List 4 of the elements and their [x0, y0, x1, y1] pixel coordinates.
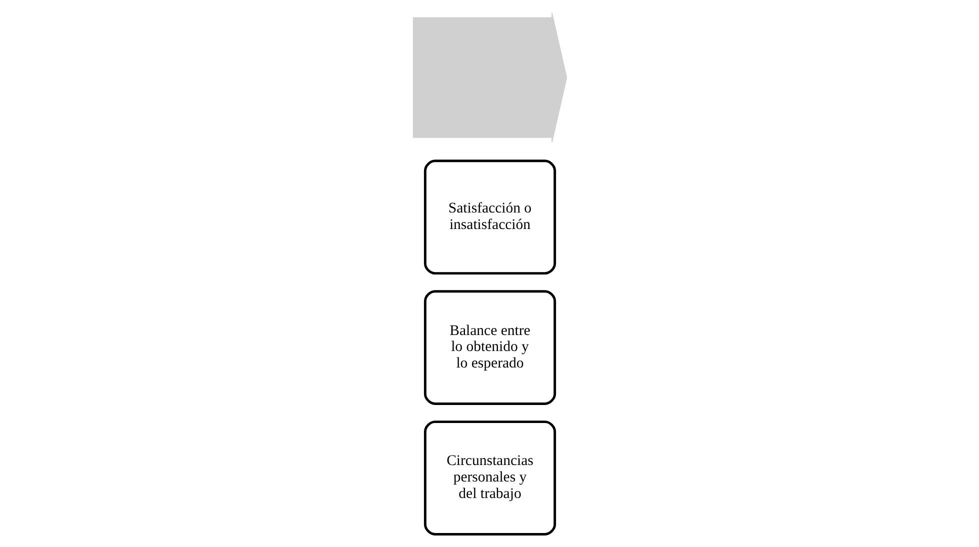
node-box: Circunstancias personales y del trabajo	[423, 420, 556, 536]
node-box: Satisfacción o insatisfacción	[423, 160, 556, 275]
node-arrow	[412, 12, 567, 143]
node-box: Balance entre lo obtenido y lo esperado	[423, 290, 556, 405]
